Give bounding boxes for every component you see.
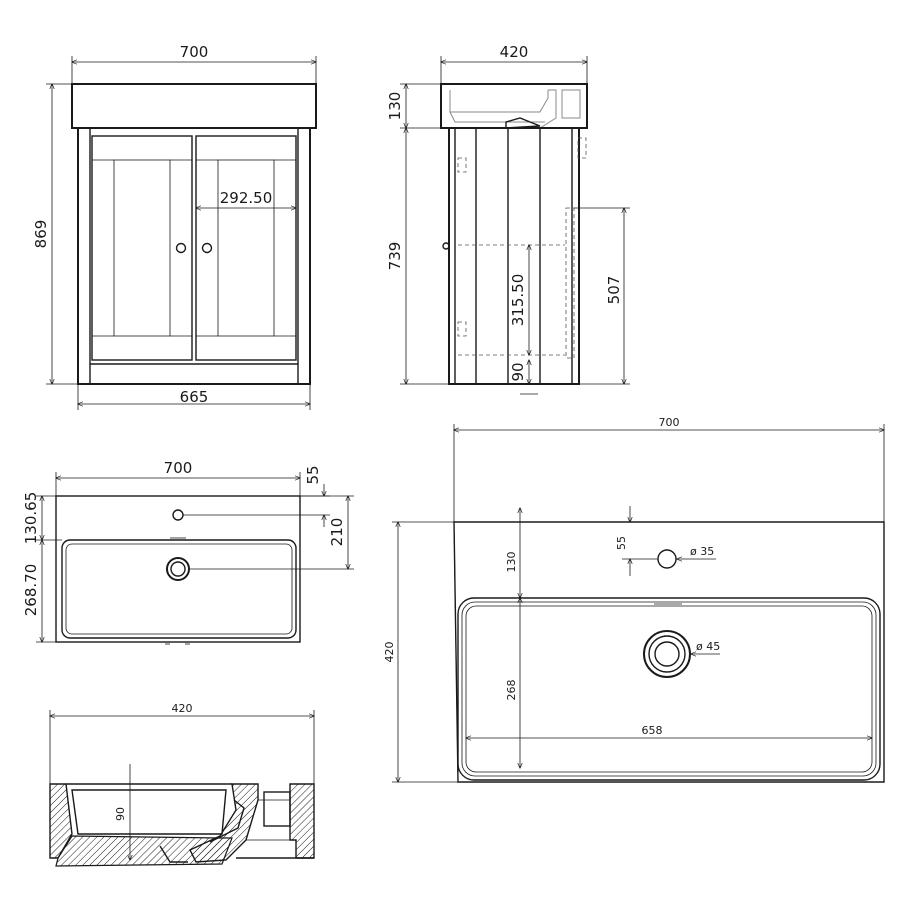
door-knob-left	[175, 242, 187, 254]
door-knob-right	[201, 242, 213, 254]
dim-large-width: 700	[659, 416, 680, 429]
dim-large-depth: 420	[383, 642, 396, 663]
dim-plinth-height: 90	[509, 362, 527, 381]
dim-door-span: 292.50	[220, 189, 273, 207]
waste-outer	[643, 630, 691, 678]
dim-small-bowl-depth: 268.70	[22, 564, 40, 617]
dim-waste-height: 507	[605, 276, 623, 305]
top-view-small: 700 55 210 130.65 268.70	[22, 459, 354, 645]
side-view: 420 130 739 315.50 90 507	[386, 43, 630, 395]
section-view: 420 90	[49, 702, 315, 867]
dim-large-tap-depth: 130	[505, 552, 518, 573]
top-view-large: 700 420 130 268 55 ø 35 ø 45 658	[383, 416, 885, 783]
dim-tap-hole: ø 35	[690, 545, 714, 558]
dim-section-bowl-depth: 90	[114, 807, 127, 821]
dim-large-tap-offset: 55	[615, 536, 628, 550]
dim-front-width-bottom: 665	[180, 388, 209, 406]
dim-waste-hole: ø 45	[696, 640, 720, 653]
tap-hole	[657, 549, 677, 569]
dim-inner-height: 315.50	[509, 274, 527, 327]
dim-front-width-top: 700	[180, 43, 209, 61]
dim-section-depth: 420	[172, 702, 193, 715]
dim-basin-height: 130	[386, 92, 404, 121]
dim-small-tap-to-bowl: 130.65	[22, 492, 40, 545]
dim-small-waste-offset: 210	[328, 518, 346, 547]
dim-cabinet-height: 739	[386, 242, 404, 271]
dim-front-height: 869	[32, 220, 50, 249]
front-view: 700 869 292.50 665	[32, 43, 317, 410]
dim-small-tap-offset: 55	[304, 465, 322, 484]
dim-large-bowl-width: 658	[642, 724, 663, 737]
dim-side-depth: 420	[500, 43, 529, 61]
dim-large-bowl-depth: 268	[505, 680, 518, 701]
dim-small-width: 700	[164, 459, 193, 477]
